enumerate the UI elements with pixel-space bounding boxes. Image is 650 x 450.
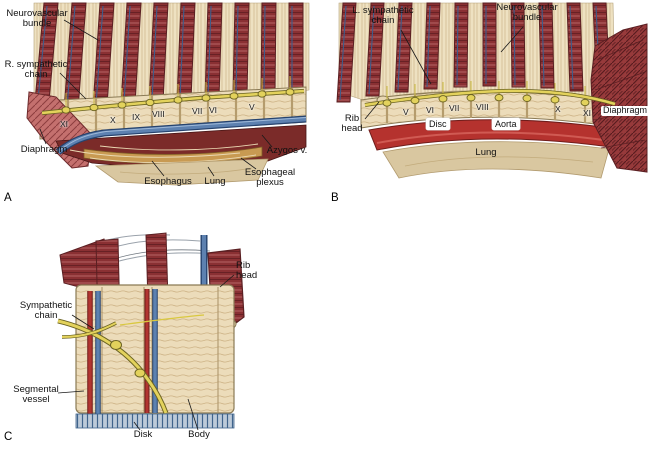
label-neurovascular-bundle: Neurovascular bundle [6,8,68,30]
label-l-sympathetic-chain: L. sympathetic chain [352,5,414,27]
label-r-sympathetic-chain: R. sympathetic chain [4,59,68,81]
vertebra-numeral: X [555,104,561,114]
label-lung: Lung [475,147,497,158]
leader-lines [57,274,235,431]
label-esophagus: Esophagus [144,176,192,187]
panel-c-art [57,232,245,431]
esophagus [83,146,263,164]
panel-letter-c: C [4,431,13,443]
label-rib-head: Rib head [341,113,363,135]
vertebra-numeral: VI [426,105,435,115]
vertebra-numeral: VII [449,103,460,113]
sympathetic-chain [57,314,205,414]
label-neurovascular-bundle: Neurovascular bundle [496,2,558,24]
azygos-vein [55,115,307,155]
vertebra-numeral: V [403,107,409,117]
label-azygos-vein: Azygos v. [266,145,308,156]
label-rib-head: Rib head [236,260,258,282]
label-sympathetic-chain: Sympathetic chain [19,300,73,322]
panel-letter-b: B [331,192,339,204]
sympathetic-chain [41,76,305,116]
panel-a: Neurovascular bundle R. sympathetic chai… [0,0,322,212]
leader-lines [364,26,524,120]
panel-c: Rib head Sympathetic chain Segmental ves… [0,225,300,450]
vertebra-numeral: VI [209,105,218,115]
panel-b: L. sympathetic chain Neurovascular bundl… [325,0,650,212]
disc-label-badge: Disc [426,118,450,130]
label-lung: Lung [204,176,226,187]
vertebra-numeral: VIII [152,109,165,119]
aorta-label-badge: Aorta [492,118,520,130]
panel-a-art [26,2,310,186]
neurovascular-bundles [36,5,293,111]
panel-b-art [336,2,648,179]
vertebra-numeral: VIII [476,102,489,112]
sympathetic-chain [364,81,616,107]
label-esophageal-plexus: Esophageal plexus [244,167,296,189]
lung [382,141,610,179]
disk [75,413,235,429]
vertebra-numeral: V [249,102,255,112]
label-disk: Disk [133,429,153,440]
label-diaphragm: Diaphragm [20,144,68,155]
vertebra-numeral: XI [583,108,592,118]
diaphragm [590,23,648,173]
leader-lines [39,19,273,177]
label-diaphragm: Diaphragm [601,105,650,116]
vertebra-numeral: VII [192,106,203,116]
lung [94,158,269,186]
panel-letter-a: A [4,192,12,204]
esophageal-plexus [69,143,259,164]
vertebra-numeral: XI [60,119,69,129]
label-body: Body [188,429,210,440]
vertebra-numeral: IX [132,112,141,122]
label-segmental-vessel: Segmental vessel [13,384,59,406]
vertebra-numeral: X [110,115,116,125]
